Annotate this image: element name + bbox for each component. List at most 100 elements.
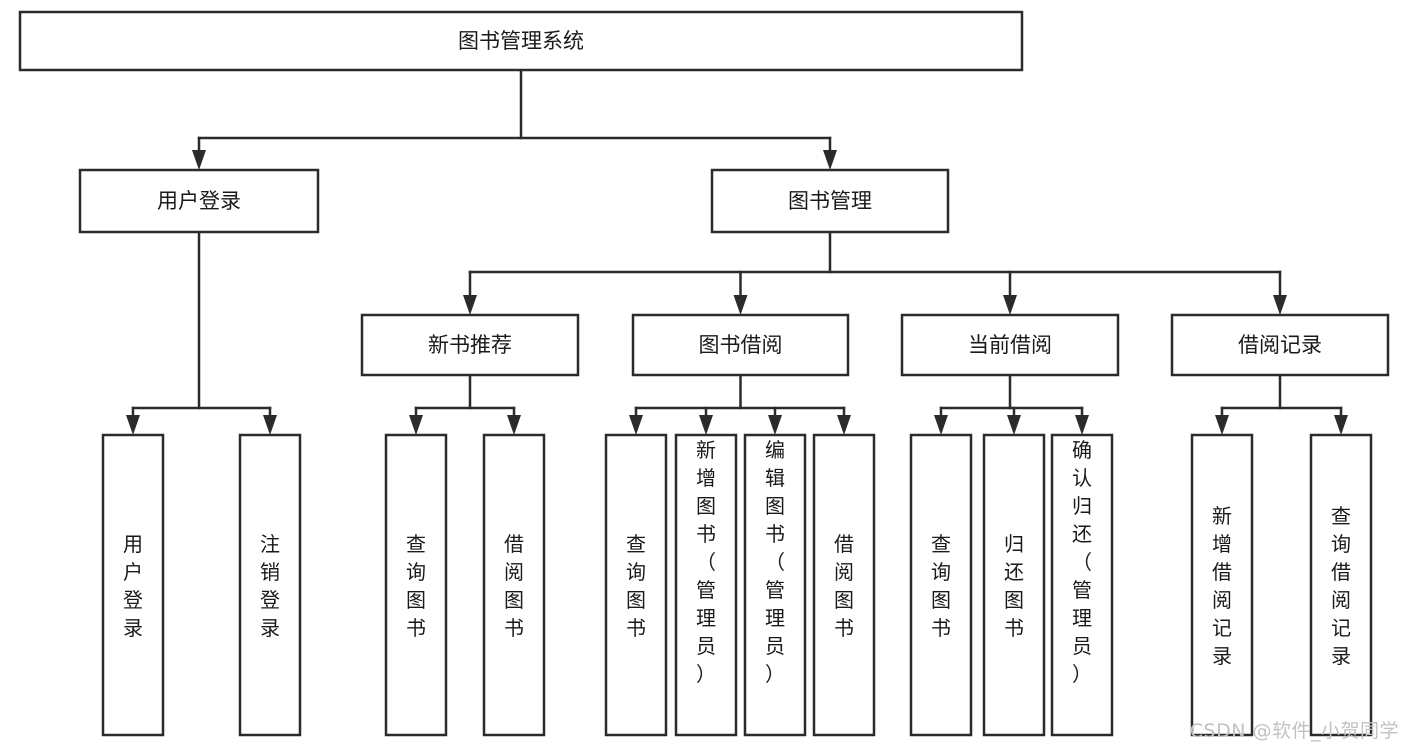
node-box bbox=[631, 313, 850, 377]
node-label-char: 借 bbox=[834, 532, 854, 556]
node-label-char: 录 bbox=[1212, 644, 1232, 668]
node-label-char: 认 bbox=[1072, 466, 1092, 490]
node-l3-当前借阅[interactable]: 当前借阅 bbox=[900, 313, 1120, 377]
node-root-图书管理系统[interactable]: 图书管理系统 bbox=[18, 10, 1024, 72]
node-label-char: ） bbox=[696, 662, 716, 686]
arrow-head-icon bbox=[192, 150, 206, 170]
node-label-char: 阅 bbox=[504, 560, 524, 584]
node-label-char: 借 bbox=[1331, 560, 1351, 584]
node-label-char: 询 bbox=[1331, 532, 1351, 556]
node-label-char: 图 bbox=[931, 588, 951, 612]
node-label-char: 编 bbox=[765, 438, 785, 462]
node-label-char: 书 bbox=[626, 616, 646, 640]
node-label-char: 查 bbox=[931, 532, 951, 556]
node-label-char: 注 bbox=[260, 532, 280, 556]
node-box bbox=[900, 313, 1120, 377]
node-label-char: 阅 bbox=[834, 560, 854, 584]
node-label-char: 书 bbox=[834, 616, 854, 640]
node-label-char: 员 bbox=[765, 634, 785, 658]
node-label-char: 图 bbox=[696, 494, 716, 518]
node-label-char: 记 bbox=[1331, 616, 1351, 640]
node-box bbox=[982, 433, 1046, 737]
node-box bbox=[238, 433, 302, 737]
node-label-char: 员 bbox=[696, 634, 716, 658]
node-label-char: 查 bbox=[626, 532, 646, 556]
node-label-char: 录 bbox=[1331, 644, 1351, 668]
arrow-head-icon bbox=[768, 415, 782, 435]
node-label-char: 图 bbox=[765, 494, 785, 518]
node-leaf-用户登录[interactable]: 用户登录 bbox=[101, 433, 165, 737]
arrow-head-icon bbox=[1273, 295, 1287, 315]
node-l2-图书管理[interactable]: 图书管理 bbox=[710, 168, 950, 234]
node-label-char: （ bbox=[765, 550, 785, 574]
node-label-char: 登 bbox=[123, 588, 143, 612]
node-box bbox=[1309, 433, 1373, 737]
node-label-char: 阅 bbox=[1212, 588, 1232, 612]
arrow-head-icon bbox=[733, 295, 748, 315]
nodes-layer: 图书管理系统用户登录图书管理新书推荐图书借阅当前借阅借阅记录用户登录注销登录查询… bbox=[18, 10, 1390, 737]
node-label-char: 借 bbox=[1212, 560, 1232, 584]
node-box bbox=[604, 433, 668, 737]
node-box bbox=[1050, 433, 1114, 737]
node-label-char: 登 bbox=[260, 588, 280, 612]
node-label: 借阅记录 bbox=[1238, 333, 1322, 357]
node-label-char: 书 bbox=[406, 616, 426, 640]
node-label-char: 增 bbox=[696, 466, 716, 490]
node-l3-新书推荐[interactable]: 新书推荐 bbox=[360, 313, 580, 377]
node-label-char: 询 bbox=[626, 560, 646, 584]
node-l2-用户登录[interactable]: 用户登录 bbox=[78, 168, 320, 234]
arrow-head-icon bbox=[837, 415, 851, 435]
arrow-head-icon bbox=[699, 415, 713, 435]
arrow-head-icon bbox=[1003, 295, 1017, 315]
node-l3-借阅记录[interactable]: 借阅记录 bbox=[1170, 313, 1390, 377]
arrow-head-icon bbox=[823, 150, 837, 170]
node-label: 图书管理 bbox=[788, 189, 872, 213]
node-label-char: 新 bbox=[1212, 504, 1232, 528]
node-box bbox=[482, 433, 546, 737]
node-label-char: （ bbox=[696, 550, 716, 574]
node-label-char: 录 bbox=[123, 616, 143, 640]
node-label-char: 户 bbox=[123, 560, 143, 584]
node-label-char: 询 bbox=[406, 560, 426, 584]
node-label-char: 还 bbox=[1072, 522, 1092, 546]
node-label-char: 新 bbox=[696, 438, 716, 462]
node-label-char: 归 bbox=[1004, 532, 1024, 556]
arrow-head-icon bbox=[1007, 415, 1021, 435]
node-l3-图书借阅[interactable]: 图书借阅 bbox=[631, 313, 850, 377]
node-label-char: ） bbox=[1072, 662, 1092, 686]
arrow-head-icon bbox=[629, 415, 643, 435]
node-label-char: 录 bbox=[260, 616, 280, 640]
arrow-head-icon bbox=[934, 415, 948, 435]
node-label-char: 确 bbox=[1072, 438, 1092, 462]
node-label-char: ） bbox=[765, 662, 785, 686]
node-label: 新书推荐 bbox=[428, 333, 512, 357]
node-label-char: 书 bbox=[931, 616, 951, 640]
node-label-char: 管 bbox=[1072, 578, 1092, 602]
node-label-char: 图 bbox=[406, 588, 426, 612]
node-label-char: 用 bbox=[123, 532, 143, 556]
connectors-layer bbox=[126, 68, 1348, 435]
node-label-char: 图 bbox=[834, 588, 854, 612]
node-box bbox=[101, 433, 165, 737]
node-label-char: 销 bbox=[260, 560, 280, 584]
arrow-head-icon bbox=[409, 415, 423, 435]
node-label-char: 管 bbox=[765, 578, 785, 602]
node-label-char: 理 bbox=[696, 606, 716, 630]
arrow-head-icon bbox=[1075, 415, 1089, 435]
node-label-char: 增 bbox=[1212, 532, 1232, 556]
node-box bbox=[18, 10, 1024, 72]
node-label-char: 书 bbox=[696, 522, 716, 546]
